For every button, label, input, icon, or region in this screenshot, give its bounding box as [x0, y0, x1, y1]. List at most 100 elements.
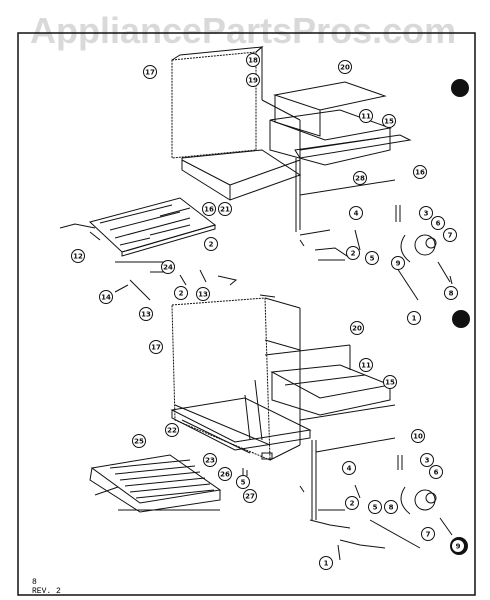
callout-label: 15: [384, 118, 394, 126]
callout-circle: [349, 206, 363, 220]
callout-part-15: 15: [383, 375, 397, 389]
callout-label: 9: [456, 543, 461, 551]
callout-part-9: 9: [391, 256, 405, 270]
callout-circle: [350, 321, 364, 335]
callout-label: 11: [361, 113, 371, 121]
callout-label: 19: [248, 77, 258, 85]
lower-oven-cabinet: [171, 297, 301, 461]
callout-circle: [359, 109, 373, 123]
callout-label: 3: [425, 457, 430, 465]
callout-circle: [143, 65, 157, 79]
callout-label: 14: [101, 294, 111, 302]
callout-label: 9: [396, 260, 401, 268]
callout-part-1: 1: [319, 556, 333, 570]
callout-part-27: 27: [243, 489, 257, 503]
callout-circle: [346, 246, 360, 260]
lower-top-panel: [264, 344, 351, 370]
callout-part-9: 9: [451, 539, 465, 553]
callout-label: 1: [324, 560, 329, 568]
callout-label: 8: [389, 504, 394, 512]
callout-circle: [359, 358, 373, 372]
callout-part-12: 12: [71, 249, 85, 263]
callout-part-7: 7: [421, 527, 435, 541]
callout-label: 2: [351, 250, 356, 258]
callout-label: 8: [449, 290, 454, 298]
callout-label: 6: [434, 469, 439, 477]
callout-part-24: 24: [161, 260, 175, 274]
callout-circle: [71, 249, 85, 263]
callout-label: 16: [415, 169, 425, 177]
control-trim-pieces: [114, 261, 276, 301]
callout-circle: [421, 527, 435, 541]
callout-circle: [383, 375, 397, 389]
callout-circle: [132, 434, 146, 448]
callout-part-5: 5: [365, 251, 379, 265]
callout-part-26: 26: [218, 467, 232, 481]
callout-part-17: 17: [143, 65, 157, 79]
callout-part-20: 20: [350, 321, 364, 335]
callout-circle: [338, 60, 352, 74]
callout-circle: [203, 453, 217, 467]
callout-circle: [345, 496, 359, 510]
callout-part-17: 17: [149, 340, 163, 354]
callout-label: 20: [340, 64, 350, 72]
callout-circle: [411, 429, 425, 443]
callout-circle: [413, 165, 427, 179]
callout-circle: [382, 114, 396, 128]
lower-burner-assembly: [309, 437, 453, 561]
callout-circle: [246, 73, 260, 87]
callout-label: 7: [426, 531, 431, 539]
callout-circle: [218, 202, 232, 216]
callout-label: 10: [413, 433, 423, 441]
page-border: [17, 32, 476, 596]
callout-label: 4: [347, 465, 352, 473]
callout-circle: [365, 251, 379, 265]
callout-part-13: 13: [139, 307, 153, 321]
callout-circle: [444, 286, 458, 300]
callout-label: 4: [354, 210, 359, 218]
callout-label: 28: [355, 175, 365, 183]
callout-part-11: 11: [359, 109, 373, 123]
callout-label: 25: [134, 438, 144, 446]
callout-circle: [204, 237, 218, 251]
upper-vent-trim: [294, 134, 412, 259]
callout-part-7: 7: [443, 228, 457, 242]
fastener-marks: [242, 239, 453, 493]
callout-label: 26: [220, 471, 230, 479]
callout-circle: [174, 286, 188, 300]
callout-circle: [391, 256, 405, 270]
page-number: 8: [32, 578, 37, 587]
oven-rack: [89, 454, 222, 513]
callout-label: 13: [198, 291, 208, 299]
callout-circle: [218, 467, 232, 481]
callout-circle: [246, 53, 260, 67]
callout-label: 11: [361, 362, 371, 370]
callout-part-10: 10: [411, 429, 425, 443]
callout-circle: [319, 556, 333, 570]
binder-hole: [452, 310, 470, 328]
callout-circle: [431, 216, 445, 230]
callout-label: 1: [412, 315, 417, 323]
callout-circle: [368, 500, 382, 514]
callout-part-22: 22: [165, 423, 179, 437]
control-panel: [59, 197, 217, 257]
callout-label: 2: [179, 290, 184, 298]
callout-label: 20: [352, 325, 362, 333]
upper-top-panel: [273, 81, 387, 137]
callout-label: 6: [436, 220, 441, 228]
callout-part-2: 2: [174, 286, 188, 300]
callout-circle: [149, 340, 163, 354]
callout-label: 12: [73, 253, 83, 261]
callout-part-2: 2: [346, 246, 360, 260]
callout-part-2: 2: [204, 237, 218, 251]
callout-part-13: 13: [196, 287, 210, 301]
callout-circle: [139, 307, 153, 321]
callout-label: 17: [151, 344, 161, 352]
callout-label: 21: [220, 206, 230, 214]
callout-circle: [419, 206, 433, 220]
callout-circle: [161, 260, 175, 274]
callout-part-8: 8: [444, 286, 458, 300]
callout-circle: [429, 465, 443, 479]
